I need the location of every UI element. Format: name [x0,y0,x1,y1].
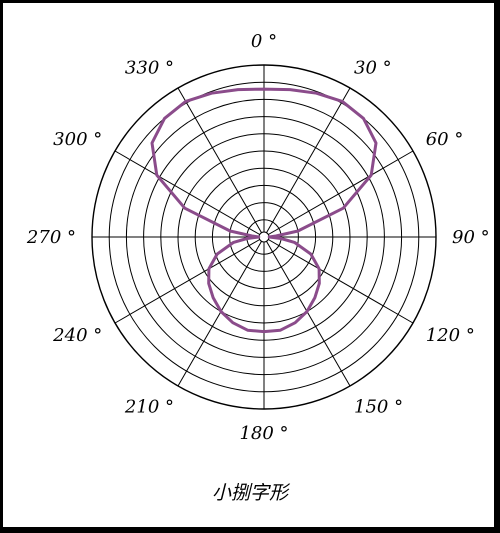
polar-chart: 0 ° 30 ° 60 ° 90 ° 120 ° 150 ° 180 ° 210 ° 240 °… [26,31,490,444]
spoke-60 [263,150,414,238]
angle-label-120: 120 ° [426,325,475,346]
angle-label-300: 300 ° [53,129,102,150]
angle-label-90: 90 ° [452,227,490,248]
angle-label-240: 240 ° [52,325,102,346]
series-line-0 [150,87,378,334]
angle-label-30: 30 ° [354,57,392,78]
polar-spokes [92,65,436,409]
chart-caption: 小捌字形 [211,482,288,504]
spoke-30 [263,87,351,238]
spoke-330 [177,87,265,238]
series-layer [150,87,378,334]
angle-label-180: 180 ° [239,423,288,444]
angle-label-0: 0 ° [251,31,277,52]
angle-label-210: 210 ° [124,397,174,418]
spoke-240 [114,236,265,324]
spoke-300 [114,150,265,238]
angle-label-270: 270 ° [26,227,76,248]
angle-label-330: 330 ° [125,57,174,78]
angle-label-150: 150 ° [354,397,403,418]
spoke-120 [263,236,414,324]
polar-center [258,231,270,243]
angle-label-60: 60 ° [426,129,464,150]
angle-labels: 0 ° 30 ° 60 ° 90 ° 120 ° 150 ° 180 ° 210 ° 240 °… [26,31,490,444]
